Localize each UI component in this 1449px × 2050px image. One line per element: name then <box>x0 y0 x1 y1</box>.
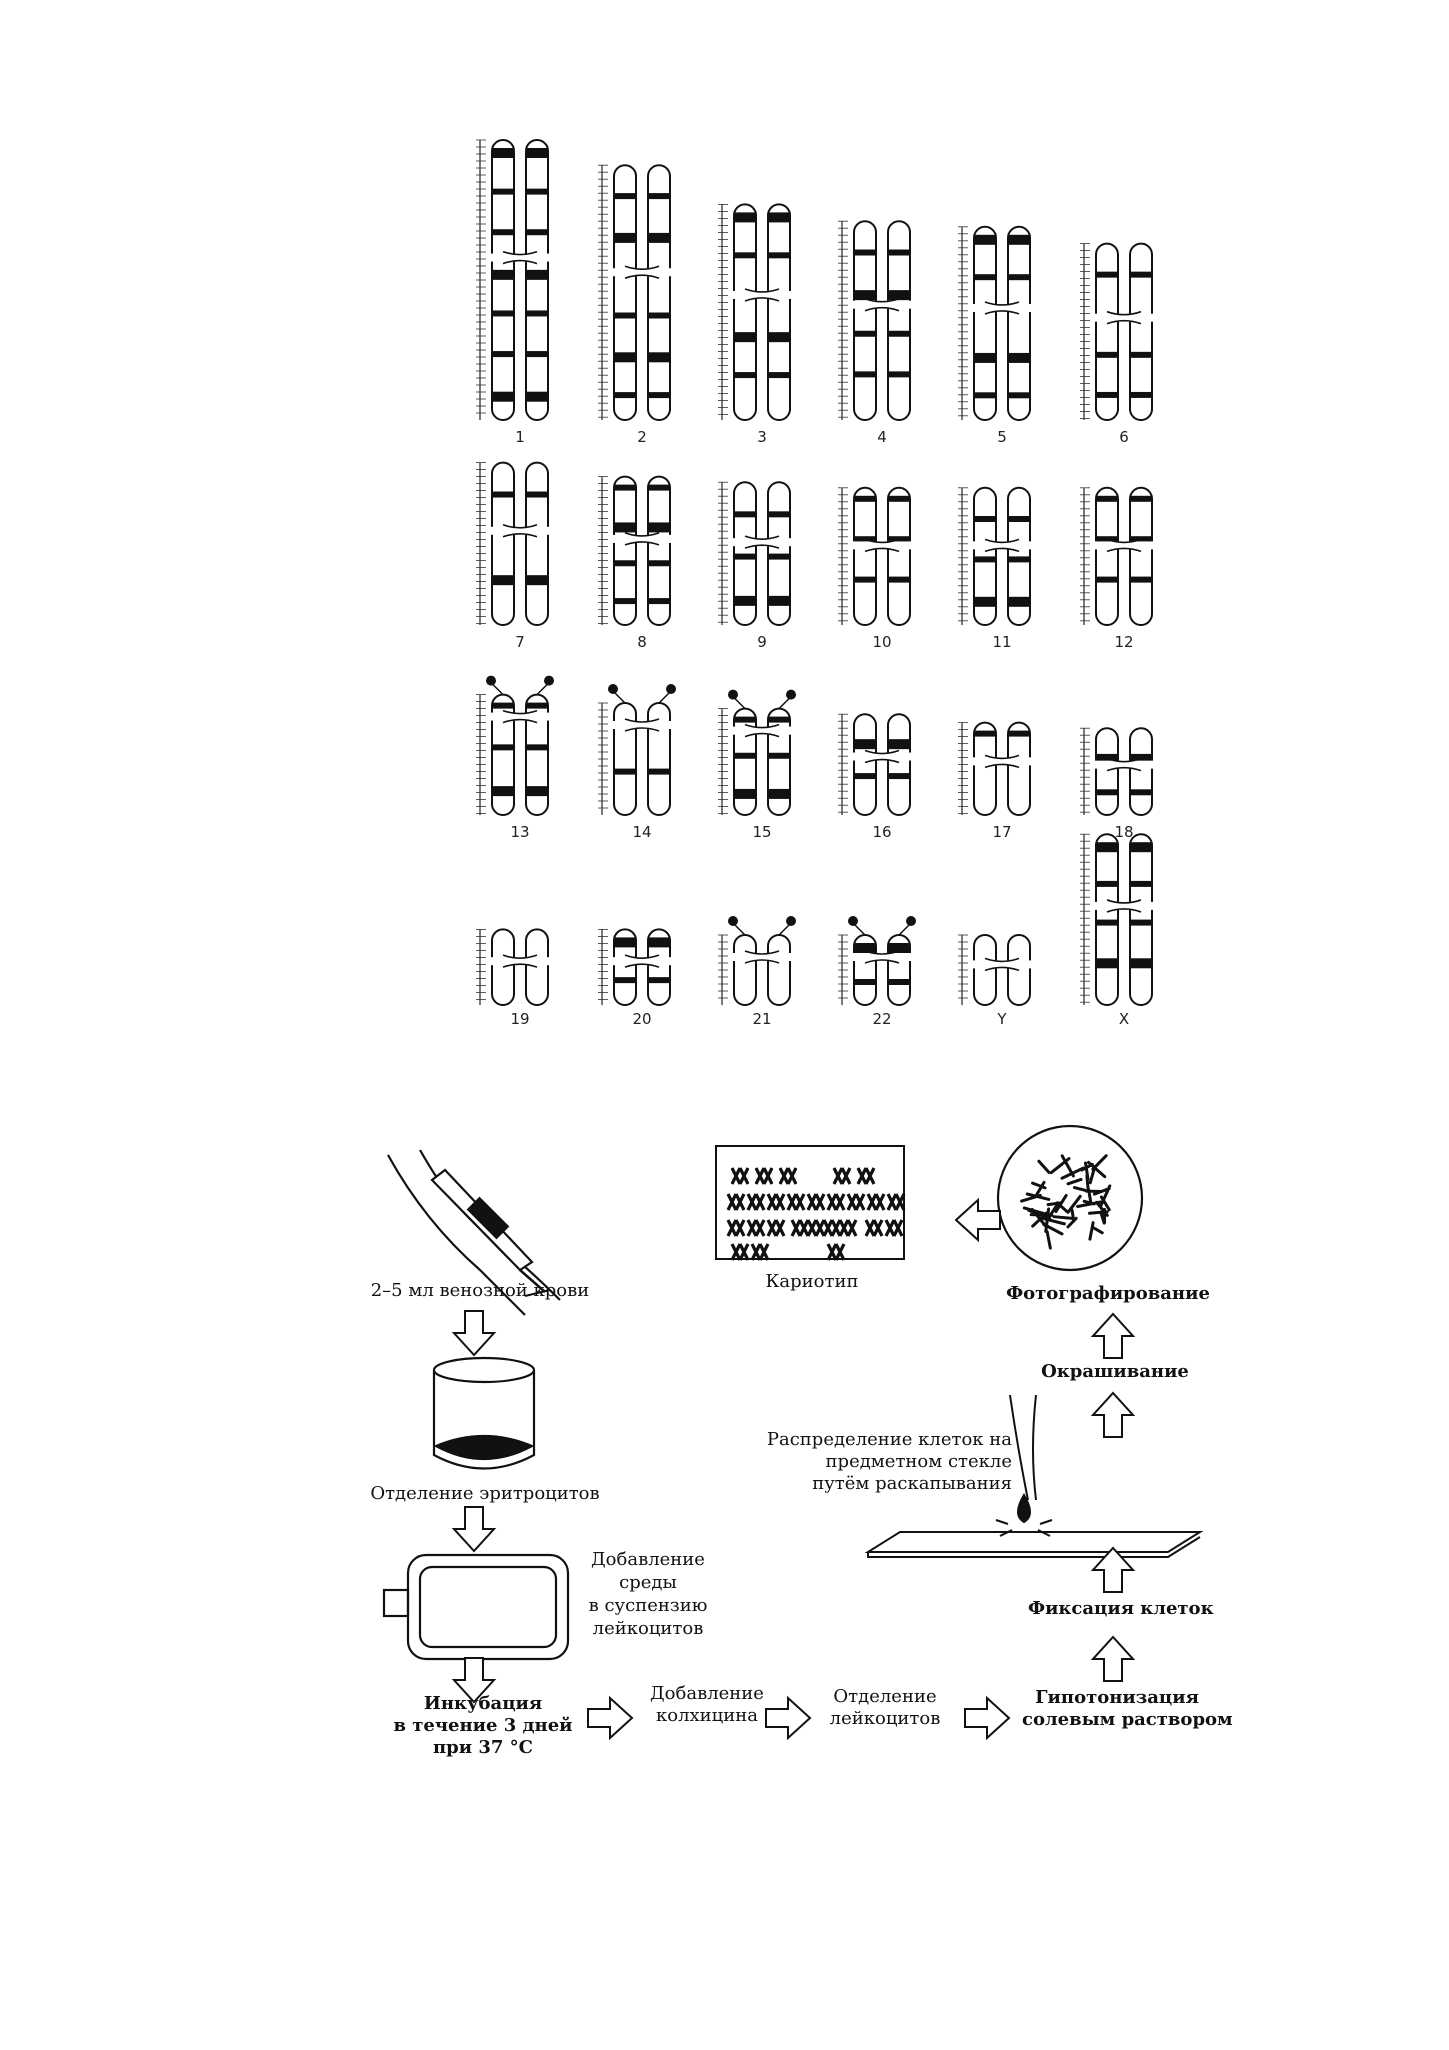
arrow-right-1 <box>587 1695 634 1741</box>
label-staining: Окрашивание <box>1041 1361 1189 1382</box>
chromosome-label: 15 <box>752 823 772 841</box>
label-photography: Фотографирование <box>1006 1283 1210 1304</box>
label-karyotype: Кариотип <box>765 1271 859 1292</box>
chromosome-11 <box>958 486 1031 626</box>
chromosome-label: Y <box>997 1010 1007 1028</box>
chromosome-6 <box>1080 242 1153 421</box>
label-rbc-separation: Отделение эритроцитов <box>370 1483 600 1504</box>
chromosome-label: 12 <box>1114 633 1134 651</box>
chromosome-3 <box>718 203 791 421</box>
chromosome-label: 1 <box>515 428 525 446</box>
chromosome-13 <box>476 675 554 816</box>
arrow-down-1 <box>451 1310 497 1357</box>
chromosome-21 <box>718 916 796 1006</box>
chromosome-19 <box>476 928 549 1007</box>
chromosome-16 <box>838 713 911 817</box>
chromosome-label: 6 <box>1119 428 1129 446</box>
label-blood: 2–5 мл венозной крови <box>370 1280 590 1301</box>
chromosome-1 <box>476 139 549 421</box>
label-incubation: Инкубация в течение 3 дней при 37 °С <box>393 1693 573 1758</box>
chromosome-Y <box>958 934 1031 1006</box>
label-leukocyte-separation: Отделение лейкоцитов <box>829 1686 941 1729</box>
chromosome-14 <box>598 684 676 816</box>
chromosome-label: 17 <box>992 823 1012 841</box>
chromosome-label: 11 <box>992 633 1012 651</box>
karyotype-box-illustration <box>715 1145 906 1261</box>
chromosome-label: 2 <box>637 428 647 446</box>
chromosome-label: 13 <box>510 823 530 841</box>
arrow-up-1 <box>1090 1635 1136 1682</box>
label-spreading: Распределение клеток на предметном стекл… <box>766 1429 1012 1494</box>
chromosome-7 <box>476 461 549 626</box>
chromosome-label: 9 <box>757 633 767 651</box>
chromosome-12 <box>1080 486 1153 626</box>
chromosome-5 <box>958 225 1031 421</box>
chromosome-label: 19 <box>510 1010 530 1028</box>
arm-syringe-illustration <box>387 1149 561 1316</box>
label-medium: Добавление среды в суспензию лейкоцитов <box>588 1549 708 1639</box>
chromosome-label: 18 <box>1114 823 1134 841</box>
label-hypotonic: Гипотонизация солевым раствором <box>1022 1687 1233 1730</box>
arrow-up-4 <box>1090 1312 1136 1359</box>
metaphase-spread-illustration <box>996 1124 1144 1272</box>
chromosome-10 <box>838 486 911 626</box>
chromosome-18 <box>1080 727 1153 817</box>
chromosome-label: 22 <box>872 1010 892 1028</box>
chromosome-9 <box>718 481 791 627</box>
arrow-right-2 <box>765 1695 812 1741</box>
chromosome-label: X <box>1118 1010 1130 1028</box>
chromosome-label: 8 <box>637 633 647 651</box>
chromosome-label: 21 <box>752 1010 772 1028</box>
arrow-left-1 <box>954 1197 1001 1243</box>
arrow-down-2 <box>451 1506 497 1553</box>
chromosome-X <box>1080 833 1153 1007</box>
label-colchicine: Добавление колхицина <box>650 1683 764 1726</box>
arrow-right-3 <box>964 1695 1011 1741</box>
chromosome-20 <box>598 928 671 1007</box>
chromosome-label: 5 <box>997 428 1007 446</box>
slide-drop-illustration <box>864 1394 1204 1558</box>
chromosome-label: 14 <box>632 823 652 841</box>
culture-flask-illustration <box>382 1553 570 1661</box>
chromosome-label: 3 <box>757 428 767 446</box>
arrow-up-2 <box>1090 1546 1136 1593</box>
chromosome-2 <box>598 164 671 421</box>
arrow-down-3 <box>451 1657 497 1704</box>
chromosome-4 <box>838 220 911 421</box>
chromosome-label: 7 <box>515 633 525 651</box>
chromosome-15 <box>718 689 796 816</box>
chromosome-label: 4 <box>877 428 887 446</box>
karyogram <box>476 139 1153 1007</box>
chromosome-label: 10 <box>872 633 892 651</box>
label-fixation: Фиксация клеток <box>1028 1598 1214 1619</box>
chromosome-17 <box>958 721 1031 816</box>
chromosome-label: 20 <box>632 1010 652 1028</box>
arrow-up-3 <box>1090 1391 1136 1438</box>
chromosome-8 <box>598 475 671 626</box>
chromosome-label: 16 <box>872 823 892 841</box>
chromosome-22 <box>838 916 916 1006</box>
beaker-illustration <box>432 1356 536 1470</box>
